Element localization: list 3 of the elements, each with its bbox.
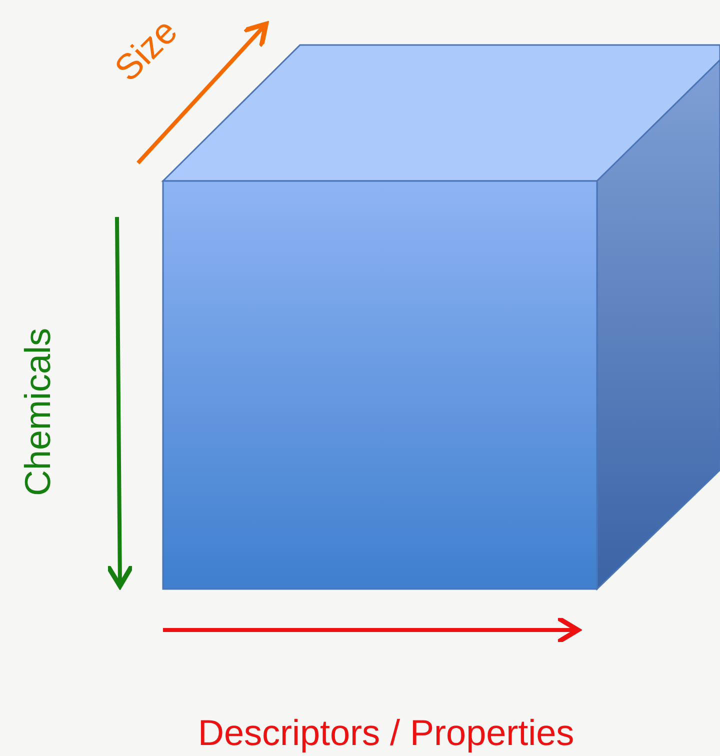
axis-label: Descriptors / Properties [198, 715, 574, 751]
axis-label: Chemicals [20, 328, 56, 496]
axis-label: Size [108, 12, 184, 88]
